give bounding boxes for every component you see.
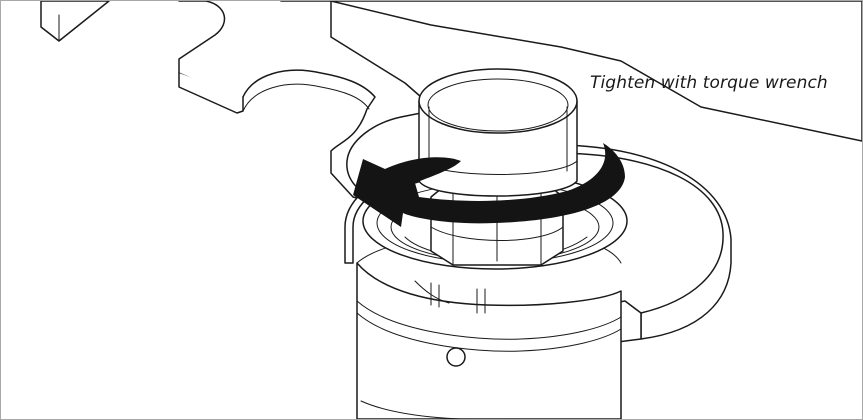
valve-housing xyxy=(352,230,622,419)
instruction-caption: Tighten with torque wrench xyxy=(590,73,828,93)
sleeve-cylinder xyxy=(418,68,578,197)
clockwise-rotation-arrow-icon xyxy=(353,143,625,227)
mounting-bracket xyxy=(40,1,110,42)
wrench-plate xyxy=(178,1,862,208)
